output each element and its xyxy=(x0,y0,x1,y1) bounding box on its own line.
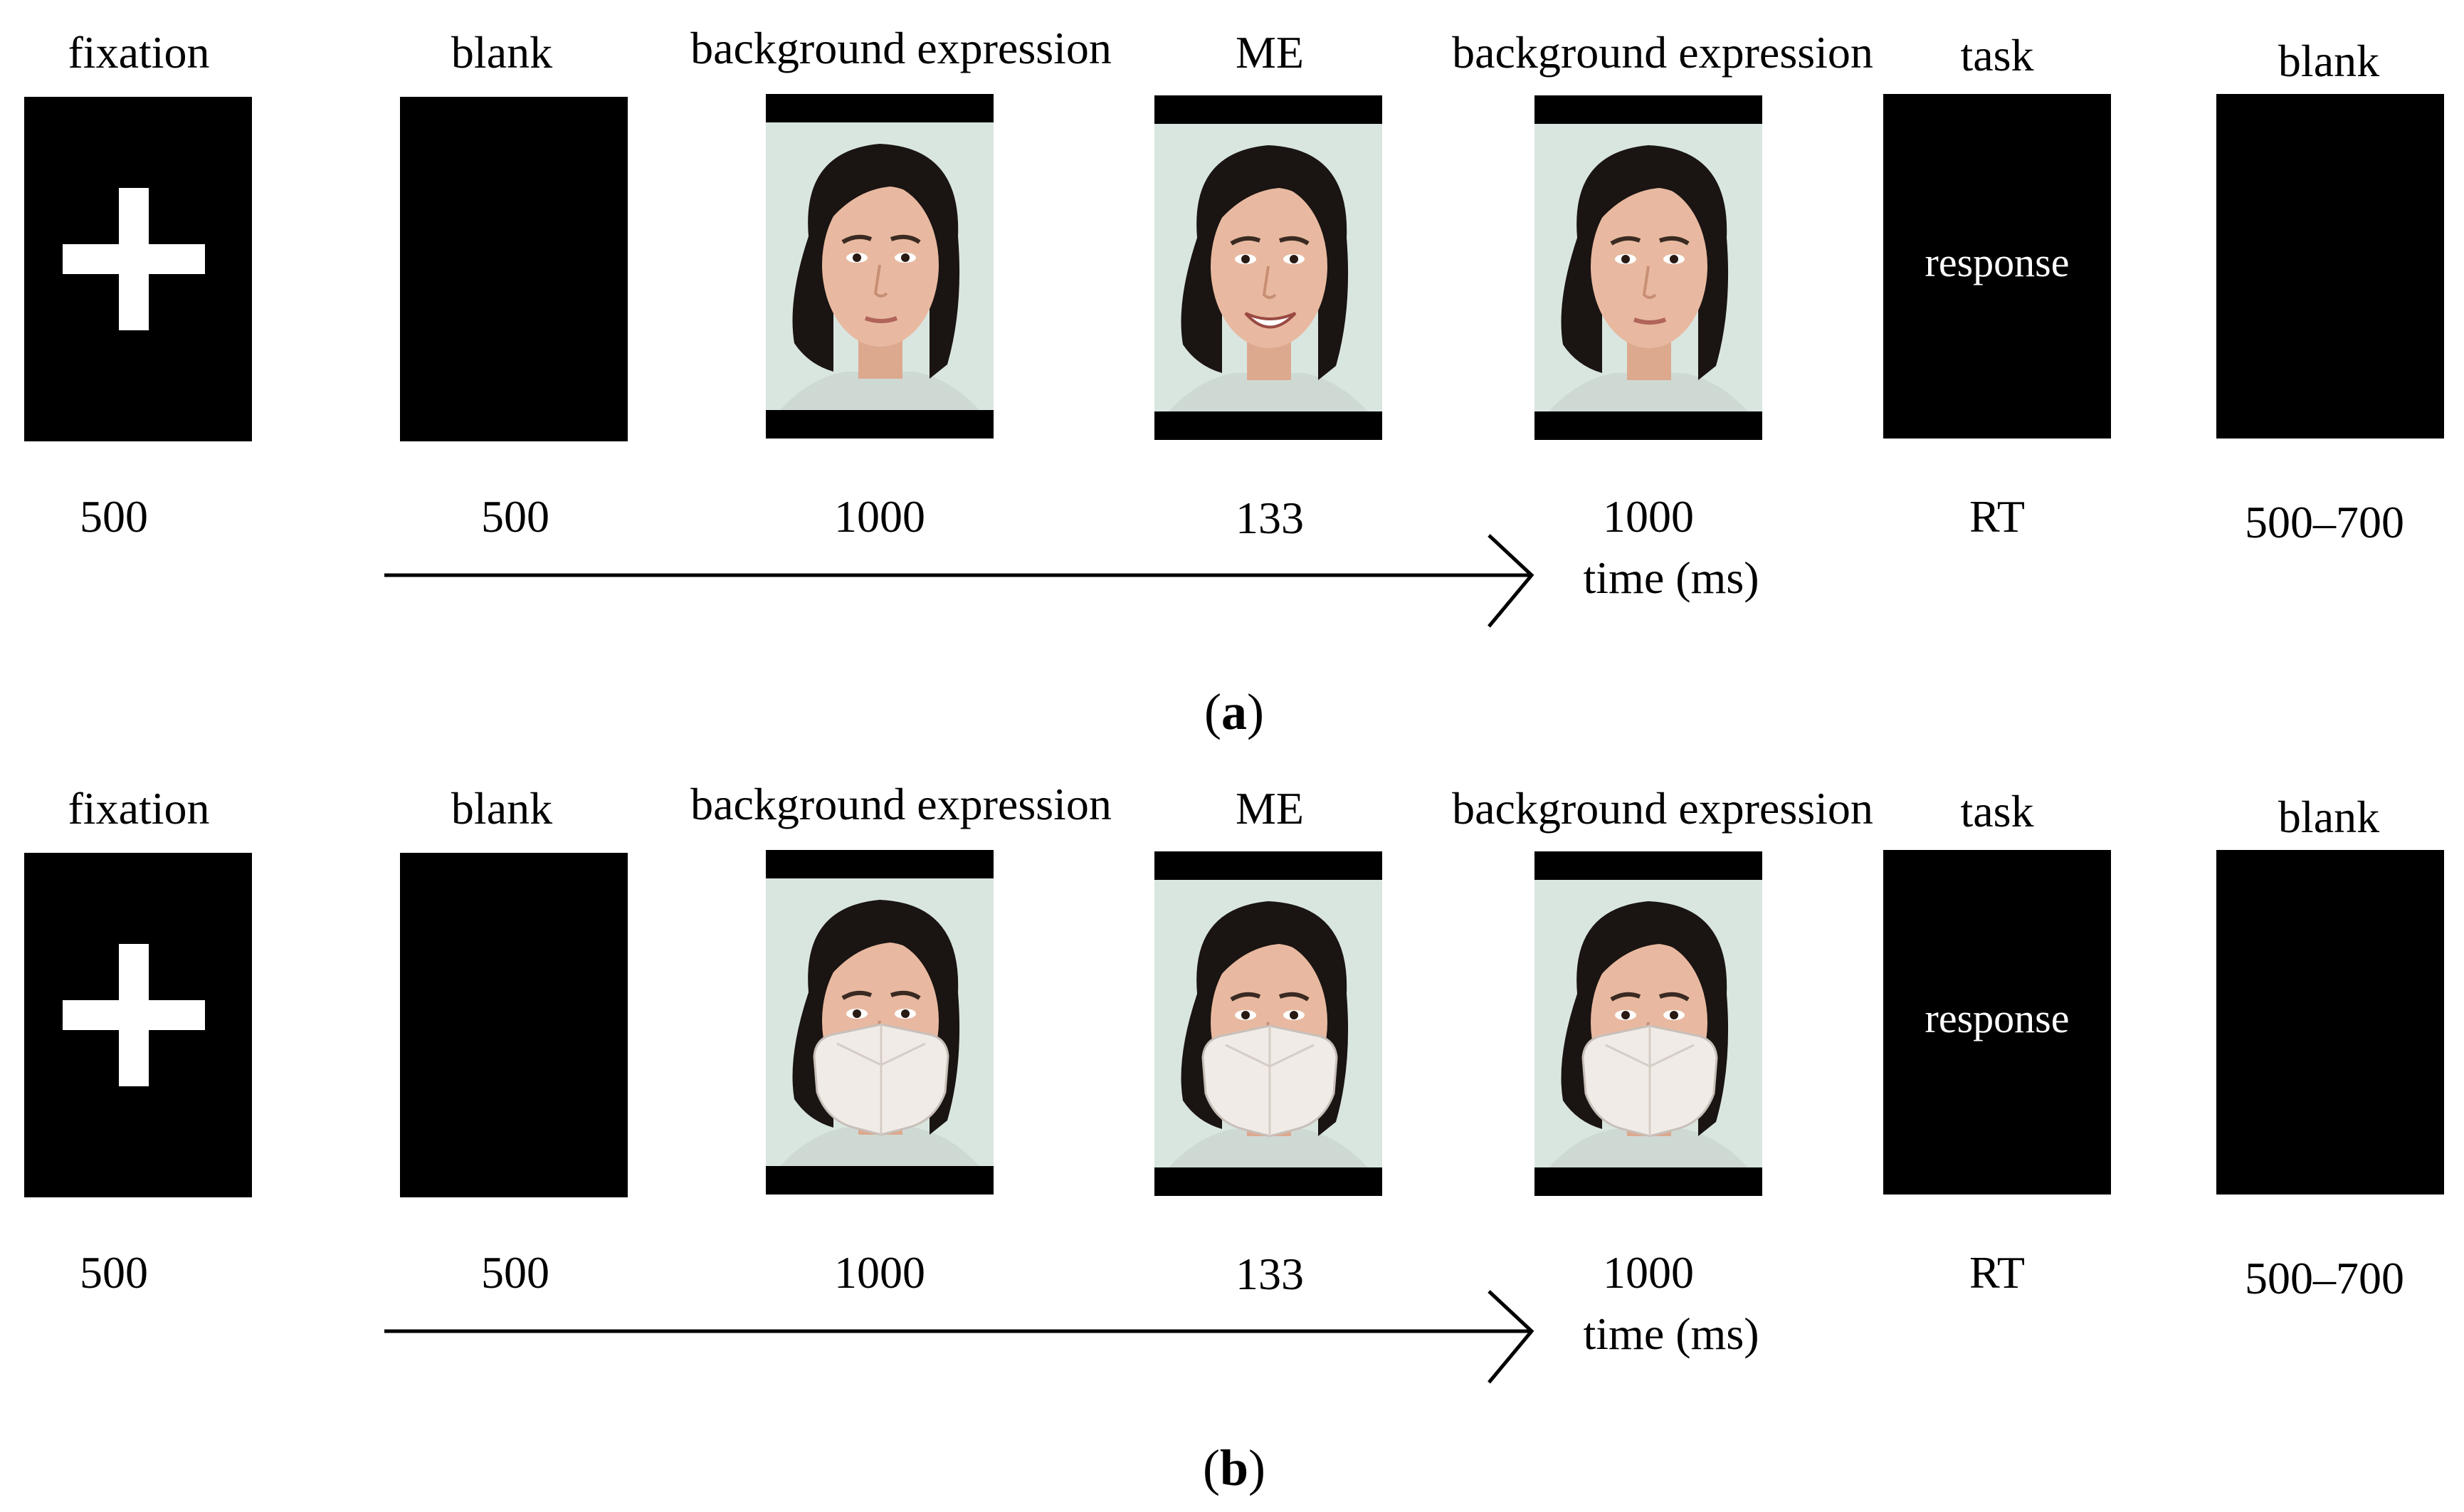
face-mask-icon xyxy=(1534,880,1762,1167)
duration-label: 500 xyxy=(80,1247,148,1298)
stage-title-background-expression: background expression xyxy=(690,779,1112,829)
background-expression-screen xyxy=(766,850,994,1195)
background-expression-screen xyxy=(1534,95,1762,440)
stage-title-fixation: fixation xyxy=(68,783,210,834)
panel-label: (b) xyxy=(1202,1439,1266,1496)
panel-a: fixation blank background expression ME … xyxy=(24,23,2444,740)
task-screen: response xyxy=(1883,94,2111,439)
face-mask-icon xyxy=(766,878,994,1166)
response-text: response xyxy=(1925,239,2070,285)
duration-label: 133 xyxy=(1236,1249,1304,1299)
duration-label: 1000 xyxy=(1603,1247,1694,1298)
time-arrow-icon xyxy=(384,1290,1534,1384)
background-expression-screen xyxy=(1534,851,1762,1196)
duration-label: RT xyxy=(1969,1247,2025,1298)
panel-b: fixation blank background expression ME … xyxy=(0,756,2464,1512)
stage-title-me: ME xyxy=(1236,27,1304,78)
duration-label: 500 xyxy=(481,1247,549,1298)
stage-title-blank: blank xyxy=(2278,792,2380,842)
duration-label: 500 xyxy=(80,491,148,542)
duration-label: 1000 xyxy=(1603,491,1694,542)
face-neutral-icon xyxy=(766,122,994,410)
response-text: response xyxy=(1925,995,2070,1041)
duration-label: 1000 xyxy=(834,1247,925,1298)
stage-title-me: ME xyxy=(1236,783,1304,834)
me-screen xyxy=(1154,95,1382,440)
blank-screen xyxy=(400,97,628,441)
stage-title-background-expression: background expression xyxy=(1452,27,1873,78)
face-smiling-icon xyxy=(1154,124,1382,411)
time-axis-label: time (ms) xyxy=(1583,1308,1759,1359)
time-axis-label: time (ms) xyxy=(1583,552,1759,603)
fixation-screen xyxy=(24,97,252,441)
fixation-screen xyxy=(24,853,252,1197)
task-screen: response xyxy=(1883,850,2111,1195)
duration-label: 500 xyxy=(481,491,549,542)
duration-label: 500–700 xyxy=(2245,497,2404,547)
time-arrow-icon xyxy=(384,534,1534,628)
background-expression-screen xyxy=(766,94,994,439)
duration-label: 500–700 xyxy=(2245,1253,2404,1303)
panel-label: (a) xyxy=(1204,683,1264,740)
stage-title-fixation: fixation xyxy=(68,27,210,78)
stage-title-blank: blank xyxy=(2278,36,2380,86)
stage-title-task: task xyxy=(1960,30,2034,80)
duration-label: 1000 xyxy=(834,491,925,542)
stage-title-task: task xyxy=(1960,786,2034,836)
stage-title-blank: blank xyxy=(451,783,553,834)
stage-title-blank: blank xyxy=(451,27,553,78)
me-screen xyxy=(1154,851,1382,1196)
stage-title-background-expression: background expression xyxy=(1452,783,1873,834)
blank-screen xyxy=(2216,850,2444,1195)
blank-screen xyxy=(2216,94,2444,439)
duration-label: RT xyxy=(1969,491,2025,542)
blank-screen xyxy=(400,853,628,1197)
duration-label: 133 xyxy=(1236,493,1304,543)
face-mask-icon xyxy=(1154,880,1382,1167)
face-neutral-icon xyxy=(1534,124,1762,411)
stage-title-background-expression: background expression xyxy=(690,23,1112,73)
